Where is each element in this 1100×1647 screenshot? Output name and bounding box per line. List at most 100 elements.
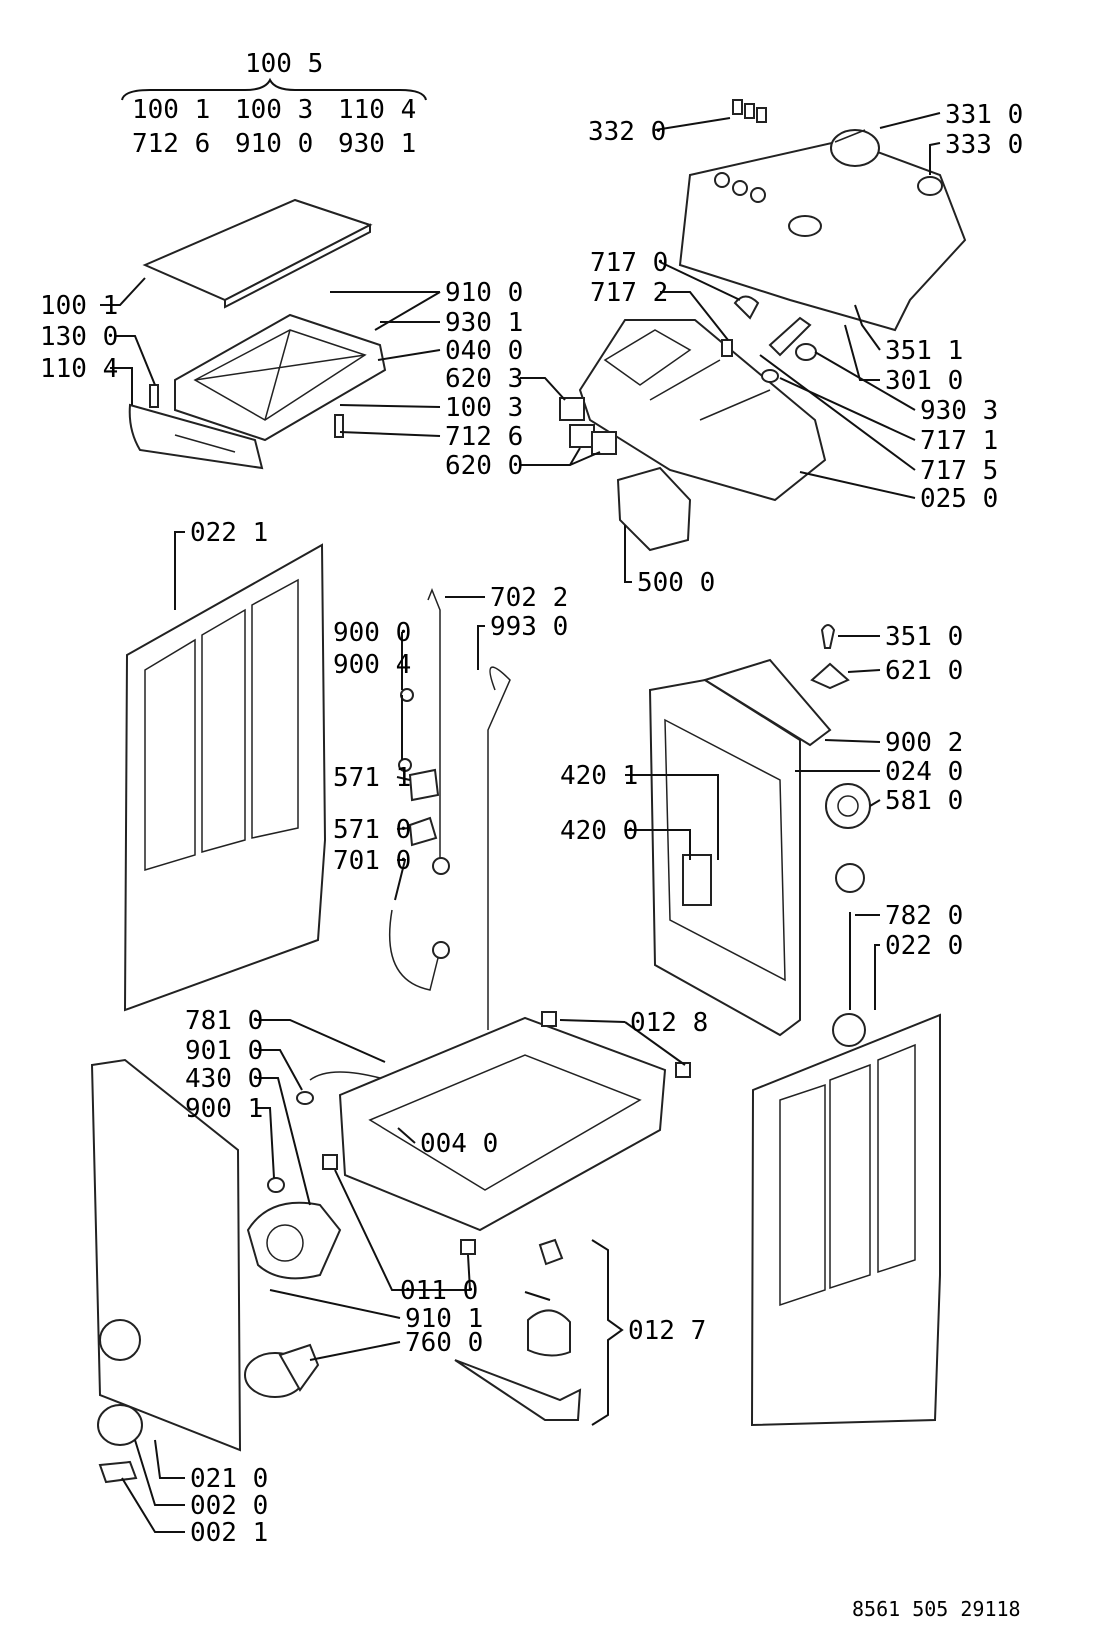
leader-100-1 [100, 277, 146, 306]
lid-edge [224, 223, 371, 309]
part-label: 333 0 [945, 130, 1023, 160]
valve-part [569, 424, 595, 448]
pin-part [721, 339, 733, 357]
base-frame-inner [368, 1054, 642, 1191]
knob-grip [834, 129, 866, 143]
part-label: 351 0 [885, 622, 963, 652]
part-label: 011 0 [400, 1276, 478, 1306]
leader-012-8 [559, 1019, 686, 1066]
drain-hose [487, 666, 511, 1030]
part-label: 002 0 [190, 1491, 268, 1521]
group-item: 910 0 [235, 129, 313, 159]
part-label: 351 1 [885, 336, 963, 366]
part-label: 332 0 [588, 117, 666, 147]
group-item: 110 4 [338, 95, 416, 125]
part-label: 900 2 [885, 728, 963, 758]
part-label: 760 0 [405, 1328, 483, 1358]
part-label: 782 0 [885, 901, 963, 931]
leader-717-1 [779, 377, 916, 441]
button-part [917, 176, 943, 196]
part-label: 110 4 [40, 354, 118, 384]
module-500-part [616, 466, 692, 552]
part-label: 910 0 [445, 278, 523, 308]
group-item: 100 3 [235, 95, 313, 125]
rear-panel-inner [664, 718, 786, 982]
leader-025-0 [799, 471, 916, 499]
inlet-hose [427, 587, 441, 860]
front-trim-part [128, 403, 264, 470]
leader-900-1 [255, 1107, 275, 1179]
leader-621-0 [847, 669, 881, 673]
part-label: 021 0 [190, 1464, 268, 1494]
leader-717-0 [659, 261, 741, 301]
part-label: 717 0 [590, 248, 668, 278]
side-panel-left [123, 543, 327, 1012]
leader-500-0 [624, 525, 632, 583]
hinge-clip [538, 1238, 564, 1266]
dispenser-compartments [603, 329, 771, 421]
leader-781-0 [255, 1019, 386, 1063]
hose-marker [432, 941, 450, 959]
door-clip-part [98, 1460, 138, 1484]
leader-332-0 [654, 117, 731, 131]
sump-hose [309, 1071, 381, 1081]
part-label: 040 0 [445, 336, 523, 366]
leader-002-0 [134, 1439, 185, 1506]
leader-130-0 [115, 335, 156, 386]
leader-040-0 [377, 349, 441, 361]
lever-part [768, 316, 812, 357]
leader-910-1 [269, 1289, 401, 1319]
leader-420-1 [625, 774, 719, 860]
valve-part [559, 397, 585, 421]
part-label: 012 7 [628, 1316, 706, 1346]
panel-led [732, 180, 748, 196]
part-label: 900 4 [333, 650, 411, 680]
leader-110-4 [110, 367, 133, 405]
pump-part [246, 1201, 342, 1280]
part-label: 571 0 [333, 815, 411, 845]
leader-910-0 [330, 291, 441, 331]
hinge-arm [454, 1359, 582, 1421]
group-item: 100 1 [132, 95, 210, 125]
diagram-code: 8561 505 29118 [852, 1597, 1021, 1621]
leader-012-7-brace [591, 1239, 624, 1426]
panel-led [750, 187, 766, 203]
pulley-hub [837, 795, 859, 817]
base-frame-part [338, 1016, 667, 1232]
clamp-part [398, 758, 412, 772]
leader-011-0 [334, 1169, 471, 1291]
side-panel-right [750, 1013, 941, 1427]
pump-hose [388, 909, 441, 991]
part-label: 993 0 [490, 612, 568, 642]
part-label: 022 0 [885, 931, 963, 961]
side-panel-right-ribs [779, 1043, 916, 1307]
part-label: 430 0 [185, 1064, 263, 1094]
foot-part [541, 1011, 557, 1027]
group-brace [121, 77, 427, 101]
leader-717-2 [660, 291, 729, 341]
valve-571-1 [408, 768, 440, 802]
part-label: 901 0 [185, 1036, 263, 1066]
leader-lines [100, 112, 941, 1533]
part-label: 702 2 [490, 583, 568, 613]
part-drawings [90, 99, 967, 1484]
front-panel-hole [99, 1319, 141, 1361]
foot-part [322, 1154, 338, 1170]
indicator-cap [732, 99, 743, 115]
leader-301-0 [844, 324, 880, 381]
leader-022-1 [174, 531, 185, 610]
part-label: 930 1 [445, 308, 523, 338]
part-label: 701 0 [333, 846, 411, 876]
group-title: 100 5 [245, 49, 323, 79]
filter-body [278, 1343, 320, 1392]
pulley-part [825, 783, 871, 829]
part-label: 500 0 [637, 568, 715, 598]
leader-571-1 [396, 776, 411, 781]
indicator-cap [744, 103, 755, 119]
program-knob [830, 129, 880, 167]
part-label: 420 1 [560, 761, 638, 791]
leader-701-0 [394, 859, 407, 901]
leader-420-0 [625, 829, 691, 860]
part-label: 717 2 [590, 278, 668, 308]
pump-impeller [266, 1224, 304, 1262]
